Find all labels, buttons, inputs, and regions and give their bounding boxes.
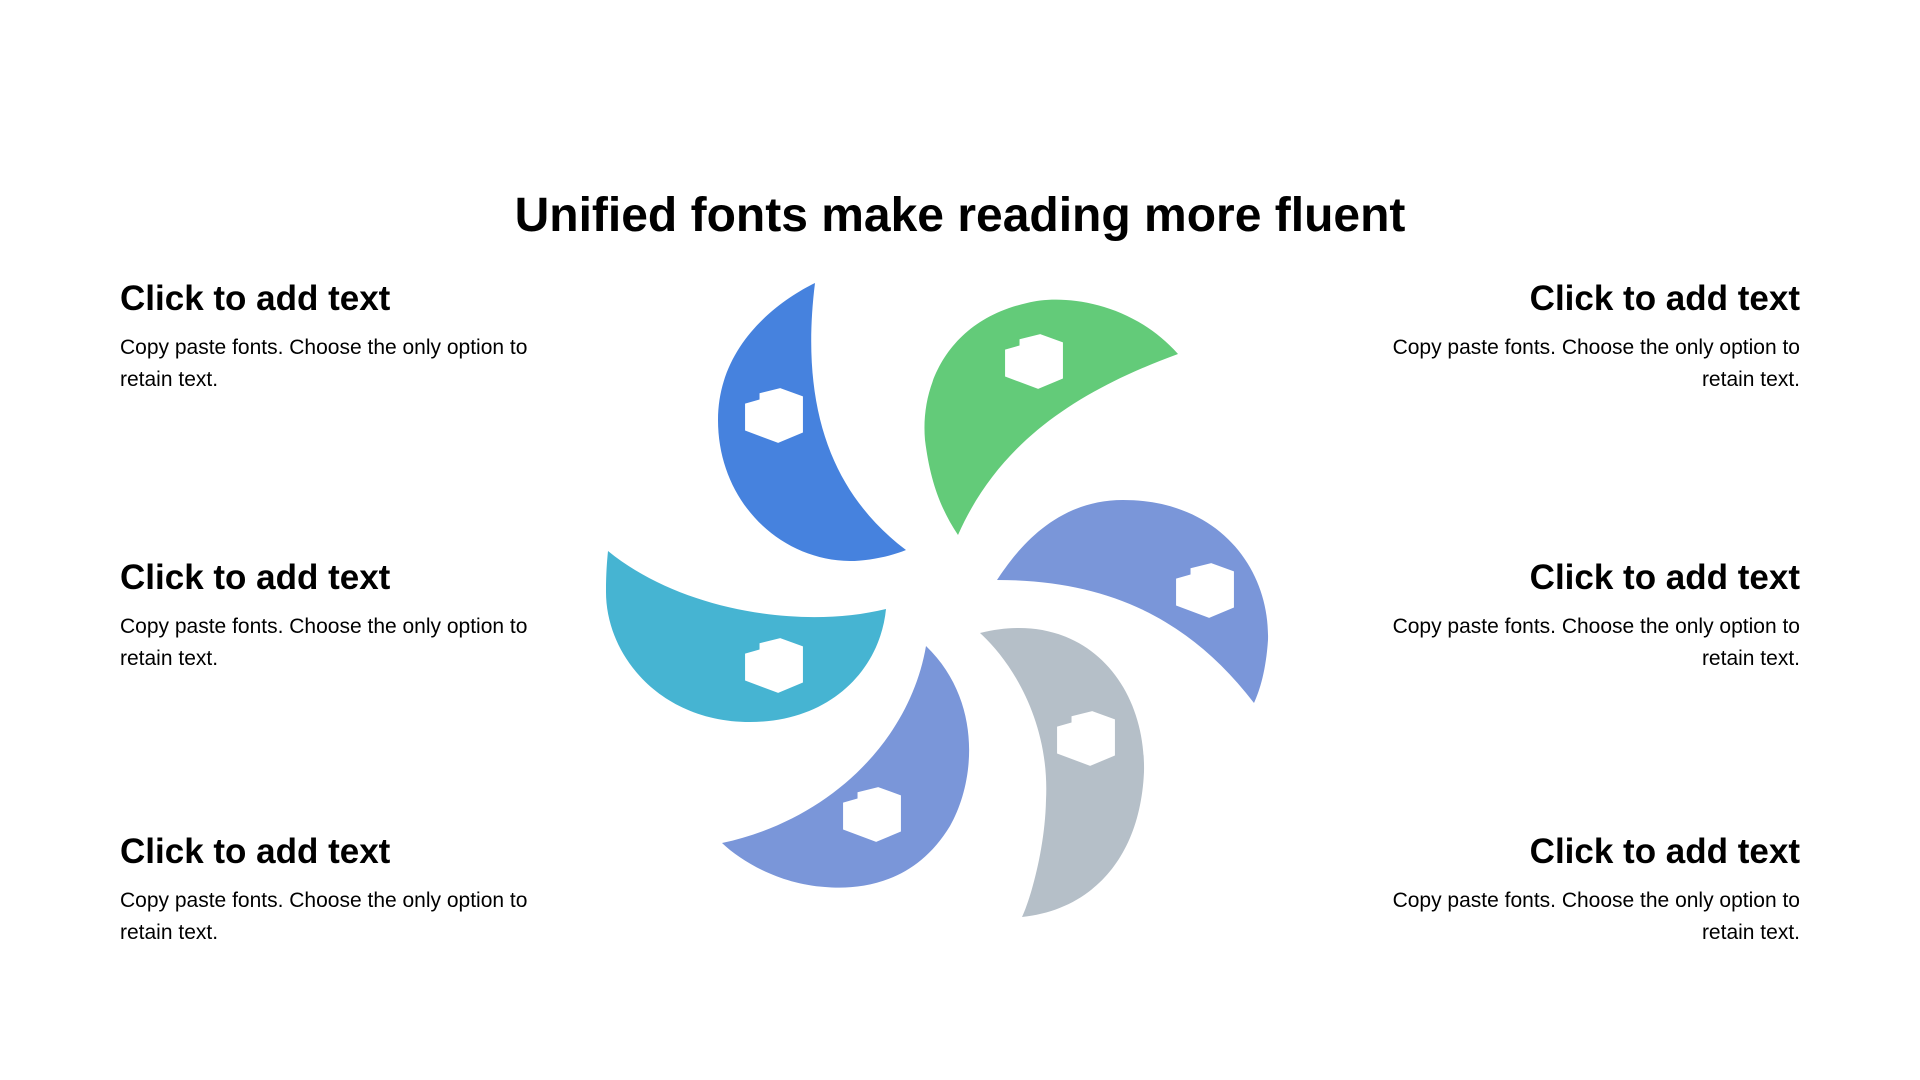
pinwheel-petals xyxy=(605,283,1269,917)
text-block-right-bottom[interactable]: Click to add text Copy paste fonts. Choo… xyxy=(1360,831,1800,949)
text-block-left-top[interactable]: Click to add text Copy paste fonts. Choo… xyxy=(120,278,560,396)
text-block-left-bottom[interactable]: Click to add text Copy paste fonts. Choo… xyxy=(120,831,560,949)
petal-cyan xyxy=(605,551,886,722)
text-block-left-middle[interactable]: Click to add text Copy paste fonts. Choo… xyxy=(120,557,560,675)
block-heading[interactable]: Click to add text xyxy=(120,832,391,871)
block-body[interactable]: Copy paste fonts. Choose the only option… xyxy=(1392,336,1800,391)
block-heading[interactable]: Click to add text xyxy=(120,558,391,597)
petal-green xyxy=(924,299,1178,535)
block-body[interactable]: Copy paste fonts. Choose the only option… xyxy=(1392,889,1800,944)
petal-periwinkle-left xyxy=(722,646,970,888)
block-heading[interactable]: Click to add text xyxy=(120,279,391,318)
block-body[interactable]: Copy paste fonts. Choose the only option… xyxy=(1392,615,1800,670)
slide-title[interactable]: Unified fonts make reading more fluent xyxy=(514,189,1406,242)
pinwheel-diagram xyxy=(605,283,1269,917)
block-body[interactable]: Copy paste fonts. Choose the only option… xyxy=(120,889,528,944)
block-body[interactable]: Copy paste fonts. Choose the only option… xyxy=(120,336,528,391)
text-block-right-top[interactable]: Click to add text Copy paste fonts. Choo… xyxy=(1360,278,1800,396)
block-body[interactable]: Copy paste fonts. Choose the only option… xyxy=(120,615,528,670)
block-heading[interactable]: Click to add text xyxy=(1529,279,1800,318)
block-heading[interactable]: Click to add text xyxy=(1529,832,1800,871)
petal-blue xyxy=(718,283,906,561)
block-heading[interactable]: Click to add text xyxy=(1529,558,1800,597)
petal-gray xyxy=(980,627,1145,917)
text-block-right-middle[interactable]: Click to add text Copy paste fonts. Choo… xyxy=(1360,557,1800,675)
petal-periwinkle-right xyxy=(997,500,1269,703)
